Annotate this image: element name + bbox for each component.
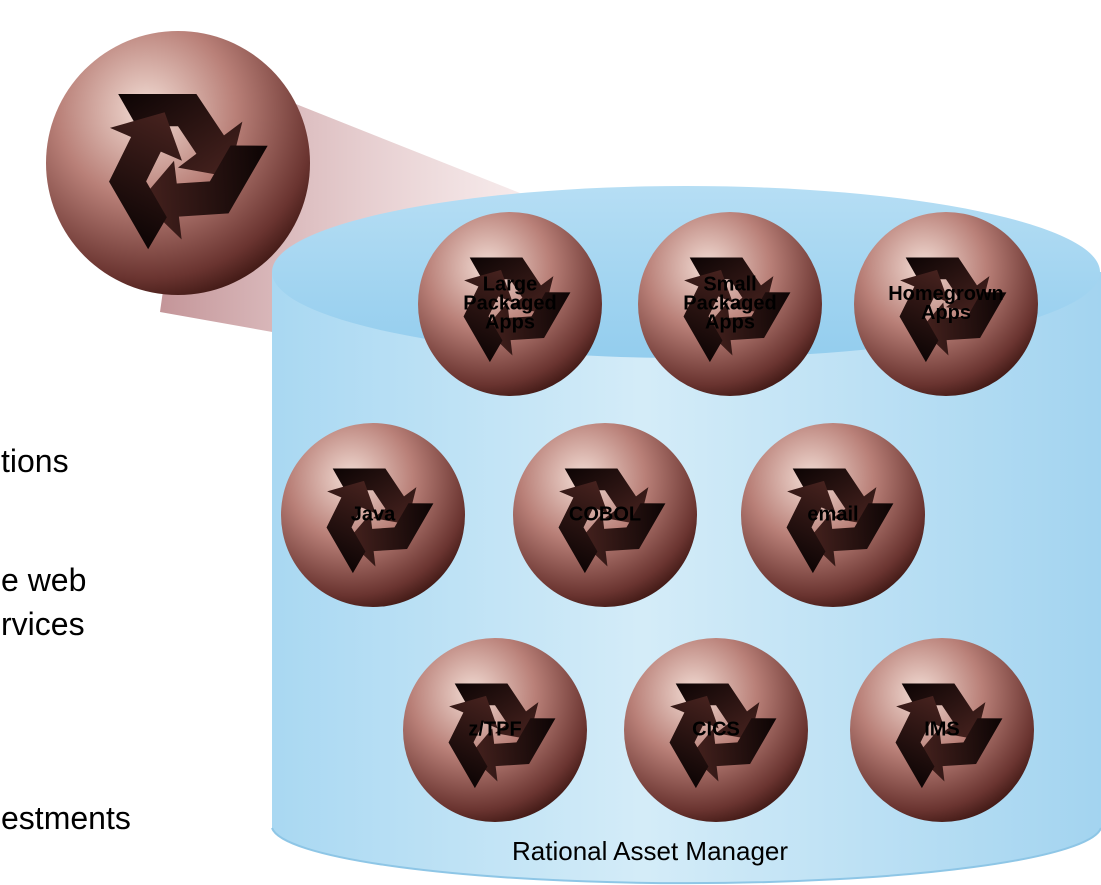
asset-node xyxy=(403,638,587,822)
asset-node xyxy=(741,423,925,607)
asset-node-label: IMS xyxy=(924,718,960,741)
text-fragment: e web xyxy=(1,562,87,598)
asset-node-label: Java xyxy=(350,503,396,526)
asset-node xyxy=(624,638,808,822)
asset-node xyxy=(513,423,697,607)
asset-node xyxy=(850,638,1034,822)
asset-node-label: email xyxy=(807,503,859,526)
text-fragment: estments xyxy=(1,800,131,836)
text-fragment: tions xyxy=(1,443,69,479)
asset-node xyxy=(854,212,1038,396)
repository-caption: Rational Asset Manager xyxy=(512,836,789,866)
asset-node xyxy=(281,423,465,607)
asset-node-label: Large Packaged Apps xyxy=(463,273,557,334)
large-recycle-sphere xyxy=(46,31,310,295)
asset-node-label: CICS xyxy=(692,718,740,741)
asset-node-label: COBOL xyxy=(568,503,642,526)
asset-node xyxy=(418,212,602,396)
asset-node xyxy=(638,212,822,396)
asset-node-label: Homegrown Apps xyxy=(888,283,1004,324)
asset-node-label: z/TPF xyxy=(468,718,522,741)
text-fragment: rvices xyxy=(1,606,85,642)
asset-node-label: Small Packaged Apps xyxy=(683,273,777,334)
